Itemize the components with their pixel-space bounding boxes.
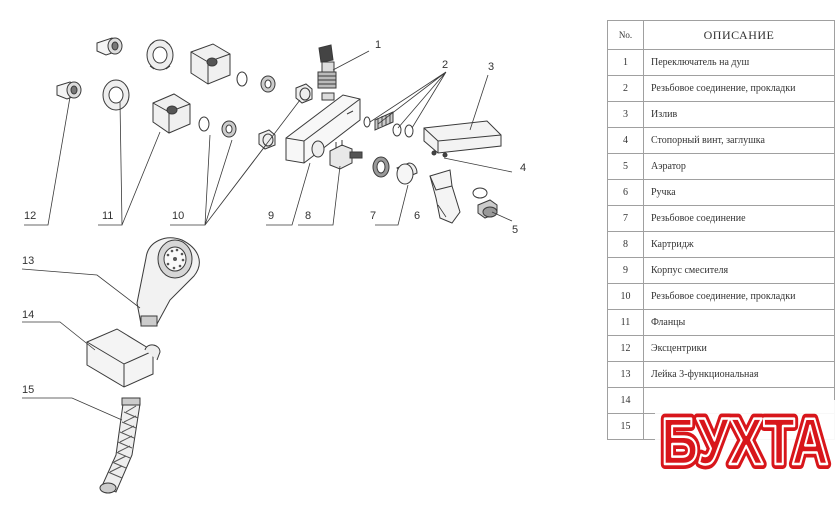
shower-diverter bbox=[317, 44, 337, 89]
row-number: 8 bbox=[607, 231, 644, 258]
row-number: 15 bbox=[607, 413, 644, 440]
row-number: 6 bbox=[607, 179, 644, 206]
callout-10: 10 bbox=[172, 210, 184, 222]
row-number: 3 bbox=[607, 101, 644, 128]
row-description: Ручка bbox=[643, 179, 835, 206]
row-description: Излив bbox=[643, 101, 835, 128]
shower-holder bbox=[86, 328, 161, 388]
table-header: No. ОПИСАНИЕ bbox=[607, 20, 835, 50]
mixer-body bbox=[285, 92, 361, 164]
row-description: Резьбовое соединение bbox=[643, 205, 835, 232]
callout-13: 13 bbox=[22, 255, 34, 267]
callout-9: 9 bbox=[268, 210, 274, 222]
row-number: 9 bbox=[607, 257, 644, 284]
shower-hose bbox=[99, 397, 141, 494]
row-description: Стопорный винт, заглушка bbox=[643, 127, 835, 154]
row-number: 13 bbox=[607, 361, 644, 388]
aerator bbox=[472, 187, 498, 219]
callout-1: 1 bbox=[375, 39, 381, 51]
callout-8: 8 bbox=[305, 210, 311, 222]
row-number: 14 bbox=[607, 387, 644, 414]
row-number: 2 bbox=[607, 75, 644, 102]
handle bbox=[429, 169, 461, 224]
row-description: Эксцентрики bbox=[643, 335, 835, 362]
spout bbox=[423, 120, 502, 158]
flange-ring-bottom bbox=[102, 79, 130, 111]
row-description: Аэратор bbox=[643, 153, 835, 180]
callout-2: 2 bbox=[442, 59, 448, 71]
callout-11: 11 bbox=[102, 210, 113, 222]
row-number: 1 bbox=[607, 49, 644, 76]
row-description: Картридж bbox=[643, 231, 835, 258]
watermark-text: БУХТА bbox=[661, 404, 828, 479]
watermark-outline: БУХТА bbox=[661, 404, 828, 479]
cartridge bbox=[329, 140, 363, 170]
callout-12: 12 bbox=[24, 210, 36, 222]
leader-lines bbox=[21, 50, 513, 421]
row-number: 4 bbox=[607, 127, 644, 154]
callout-7: 7 bbox=[370, 210, 376, 222]
callout-numbers: 1 2 3 4 5 6 7 8 9 10 11 12 13 14 15 bbox=[22, 39, 526, 396]
hand-shower bbox=[136, 237, 200, 327]
callout-14: 14 bbox=[22, 309, 34, 321]
flange-square-top bbox=[190, 43, 231, 85]
callout-3: 3 bbox=[488, 61, 494, 73]
flange-square-bottom bbox=[152, 93, 191, 134]
row-description: Резьбовое соединение, прокладки bbox=[643, 75, 835, 102]
flange-ring-top bbox=[146, 39, 174, 71]
callout-4: 4 bbox=[520, 162, 526, 174]
row-description: Резьбовое соединение, прокладки bbox=[643, 283, 835, 310]
row-number: 5 bbox=[607, 153, 644, 180]
row-number: 10 bbox=[607, 283, 644, 310]
callout-6: 6 bbox=[414, 210, 420, 222]
row-description: Фланцы bbox=[643, 309, 835, 336]
row-number: 11 bbox=[607, 309, 644, 336]
row-number: 7 bbox=[607, 205, 644, 232]
washers-bottom bbox=[198, 116, 276, 150]
eccentric-bottom bbox=[56, 81, 82, 100]
callout-5: 5 bbox=[512, 224, 518, 236]
header-no: No. bbox=[607, 20, 644, 50]
exploded-diagram: 1 2 3 4 5 6 7 8 9 10 11 12 13 14 15 bbox=[21, 37, 526, 494]
row-description: Лейка 3-функциональная bbox=[643, 361, 835, 388]
callout-15: 15 bbox=[22, 384, 34, 396]
washers-top bbox=[236, 71, 313, 104]
row-description: Корпус смесителя bbox=[643, 257, 835, 284]
row-number: 12 bbox=[607, 335, 644, 362]
buhta-watermark-logo: БУХТА БУХТА bbox=[655, 400, 835, 490]
thread-ring bbox=[372, 156, 418, 185]
row-description: Переключатель на душ bbox=[643, 49, 835, 76]
header-description: ОПИСАНИЕ bbox=[643, 20, 835, 50]
eccentric-top bbox=[96, 37, 123, 56]
